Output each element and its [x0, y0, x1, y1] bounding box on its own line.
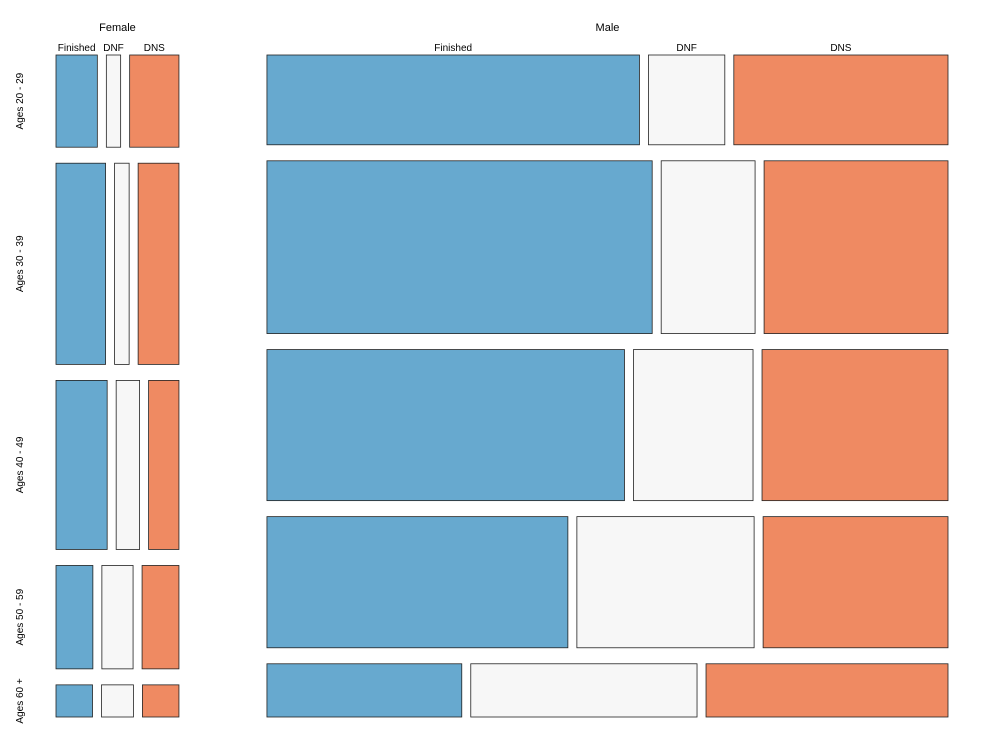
cell-male-ages-40-49-finished [266, 349, 625, 502]
cell-female-ages-40-49-dns [148, 380, 180, 550]
category-label-female-finished: Finished [58, 43, 96, 54]
cell-female-ages-50-59-dnf [101, 565, 134, 670]
cell-male-ages-20-29-dns [733, 54, 949, 146]
cell-female-ages-20-29-dnf [105, 54, 122, 148]
cell-male-ages-40-49-dns [761, 349, 949, 502]
row-label-ages-50-59: Ages 50 - 59 [15, 588, 26, 645]
cell-male-ages-30-39-finished [266, 160, 653, 334]
cell-female-ages-50-59-finished [55, 565, 94, 670]
category-label-female-dns: DNS [144, 43, 165, 54]
cell-female-ages-30-39-dns [137, 162, 180, 365]
category-label-male-dnf: DNF [676, 43, 697, 54]
cell-female-ages-40-49-dnf [115, 380, 140, 550]
row-label-ages-20-29: Ages 20 - 29 [15, 72, 26, 129]
cell-male-ages-30-39-dnf [660, 160, 756, 334]
cell-male-ages-50-59-dns [762, 516, 949, 649]
cell-female-ages-40-49-finished [55, 380, 108, 550]
row-label-ages-60: Ages 60 + [15, 678, 26, 723]
cell-male-ages-30-39-dns [763, 160, 949, 334]
row-label-ages-30-39: Ages 30 - 39 [15, 235, 26, 292]
cell-male-ages-50-59-dnf [576, 516, 755, 649]
cell-male-ages-40-49-dnf [633, 349, 754, 502]
cell-male-ages-60-dns [705, 663, 949, 718]
category-label-male-dns: DNS [830, 43, 851, 54]
cell-female-ages-50-59-dns [141, 565, 180, 670]
group-label-male: Male [596, 22, 620, 34]
cell-male-ages-50-59-finished [266, 516, 569, 649]
cell-male-ages-20-29-finished [266, 54, 640, 146]
cell-male-ages-20-29-dnf [648, 54, 726, 146]
category-label-male-finished: Finished [434, 43, 472, 54]
cell-female-ages-30-39-finished [55, 162, 106, 365]
cell-female-ages-20-29-dns [129, 54, 180, 148]
category-label-female-dnf: DNF [103, 43, 124, 54]
cell-female-ages-20-29-finished [55, 54, 98, 148]
cell-male-ages-60-finished [266, 663, 463, 718]
cell-female-ages-60-finished [55, 684, 93, 718]
cell-female-ages-30-39-dnf [114, 162, 130, 365]
cell-female-ages-60-dns [142, 684, 180, 718]
cell-male-ages-60-dnf [470, 663, 698, 718]
cell-female-ages-60-dnf [101, 684, 134, 718]
row-label-ages-40-49: Ages 40 - 49 [15, 436, 26, 493]
group-label-female: Female [99, 22, 136, 34]
